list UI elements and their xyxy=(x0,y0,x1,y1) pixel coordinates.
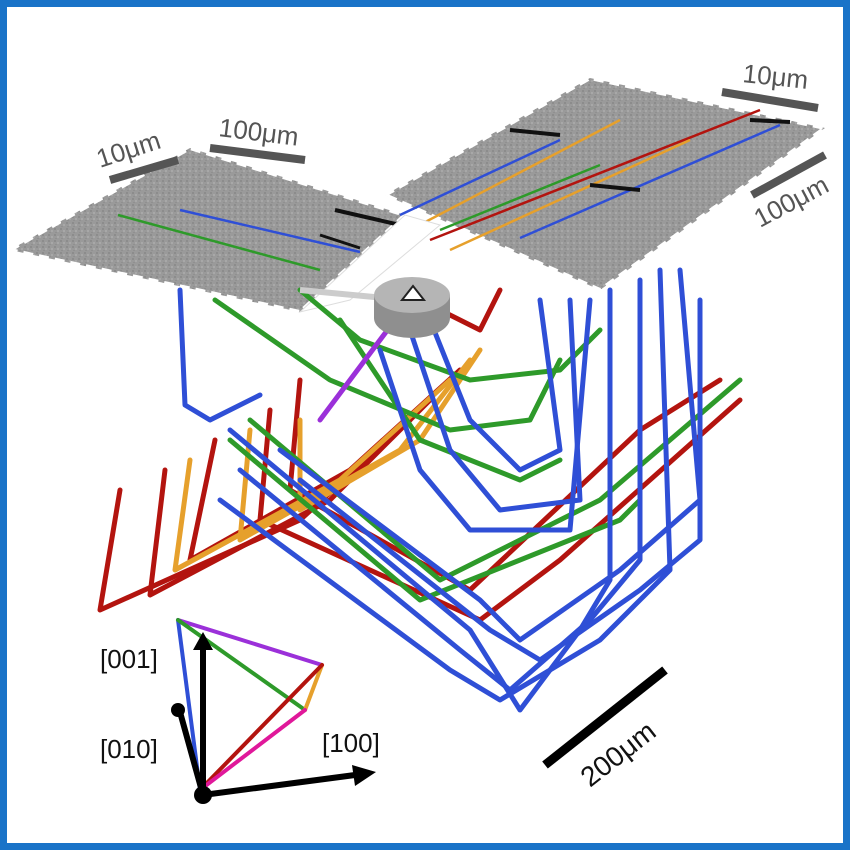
right-scale-small: 10μm xyxy=(721,58,819,112)
red-line xyxy=(147,397,433,598)
axis-triad: [001] [010] [100] xyxy=(100,618,380,804)
left-scale-large: 100μm xyxy=(209,112,306,164)
blue-line xyxy=(407,297,583,513)
right-image-plane xyxy=(380,75,830,293)
axis-label-100: [100] xyxy=(322,728,380,758)
right-scale-large-label: 100μm xyxy=(749,169,834,233)
red-line xyxy=(97,417,413,613)
purple-line xyxy=(317,317,398,423)
axis-label-001: [001] xyxy=(100,644,158,674)
blue-line xyxy=(297,297,703,663)
blue-line xyxy=(427,297,563,473)
indenter-icon xyxy=(299,277,450,338)
green-line xyxy=(212,297,563,433)
blue-line xyxy=(177,287,263,423)
green-line xyxy=(337,317,563,483)
main-scale-bar: 200μm xyxy=(542,666,668,793)
blue-line xyxy=(277,267,703,643)
dislocation-diagram: 10μm 100μm 10μm 100μm 200μm [001] [010] … xyxy=(7,58,834,804)
right-scale-small-label: 10μm xyxy=(741,58,809,95)
axis-label-010: [010] xyxy=(100,734,158,764)
dislocation-lines xyxy=(97,267,743,713)
red-line xyxy=(287,377,723,593)
green-line xyxy=(227,437,643,603)
blue-line xyxy=(217,267,673,703)
left-scale-large-label: 100μm xyxy=(217,112,300,152)
